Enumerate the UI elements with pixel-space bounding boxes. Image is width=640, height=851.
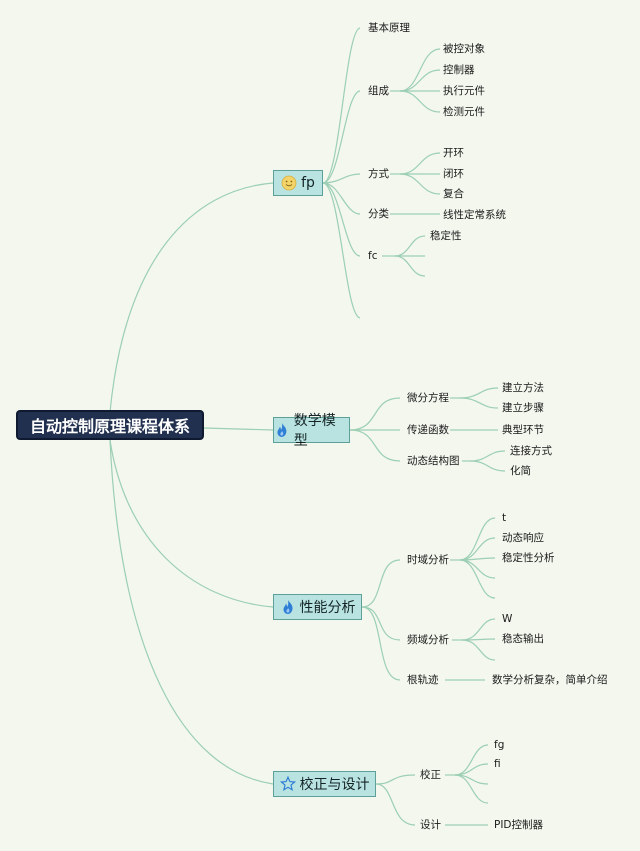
topic-root-locus-note[interactable]: 数学分析复杂，简单介绍 [492,674,608,686]
topic-fc[interactable]: fc [368,250,378,262]
topic-linear-time-invariant[interactable]: 线性定常系统 [443,209,506,221]
topic-build-steps[interactable]: 建立步骤 [502,402,544,414]
root-topic[interactable]: 自动控制原理课程体系 [16,410,204,440]
topic-steady-output[interactable]: 稳态输出 [502,633,544,645]
topic-w[interactable]: W [502,613,513,625]
topic-stability[interactable]: 稳定性 [430,230,462,242]
topic-mode[interactable]: 方式 [368,168,389,180]
topic-typical-element[interactable]: 典型环节 [502,424,544,436]
branch-math-model-label: 数学模型 [293,413,336,449]
topic-fg[interactable]: fg [494,739,505,751]
topic-pid-controller[interactable]: PID控制器 [494,819,544,831]
topic-design[interactable]: 设计 [420,819,441,831]
topic-block-diagram[interactable]: 动态结构图 [407,455,460,467]
branch-fp[interactable]: fp [273,170,323,196]
branch-correction-design-label: 校正与设计 [299,777,370,793]
topic-controlled-object[interactable]: 被控对象 [443,43,485,55]
branch-fp-label: fp [301,175,315,191]
root-title: 自动控制原理课程体系 [29,417,190,436]
branch-correction-design[interactable]: 校正与设计 [273,771,376,797]
topic-composition[interactable]: 组成 [368,85,389,97]
topic-transfer-function[interactable]: 传递函数 [407,424,449,436]
topic-category[interactable]: 分类 [368,208,389,220]
topic-time-domain[interactable]: 时域分析 [407,554,449,566]
topic-build-method[interactable]: 建立方法 [502,382,544,394]
topic-actuator[interactable]: 执行元件 [443,85,485,97]
topic-frequency-domain[interactable]: 频域分析 [407,634,449,646]
topic-controller[interactable]: 控制器 [443,64,475,76]
topic-root-locus[interactable]: 根轨迹 [407,674,439,686]
topic-composite[interactable]: 复合 [443,188,464,200]
branch-performance[interactable]: 性能分析 [273,594,362,620]
topic-correction[interactable]: 校正 [420,769,441,781]
topic-dynamic-response[interactable]: 动态响应 [502,532,544,544]
smiley-face-icon [281,175,297,191]
topic-detector[interactable]: 检测元件 [443,106,485,118]
branch-math-model[interactable]: 数学模型 [273,413,350,449]
topic-differential-equation[interactable]: 微分方程 [407,392,449,404]
branch-performance-label: 性能分析 [299,600,356,616]
topic-stability-analysis[interactable]: 稳定性分析 [502,552,555,564]
topic-connection[interactable]: 连接方式 [510,445,552,457]
topic-t[interactable]: t [502,512,507,524]
fire-icon [283,600,293,614]
topic-simplify[interactable]: 化简 [510,465,531,477]
topic-fi[interactable]: fi [494,758,501,770]
fire-icon [277,423,287,437]
topic-open-loop[interactable]: 开环 [443,147,464,159]
topic-basic-principle[interactable]: 基本原理 [368,22,410,34]
star-icon [279,776,296,792]
topic-closed-loop[interactable]: 闭环 [443,168,464,180]
